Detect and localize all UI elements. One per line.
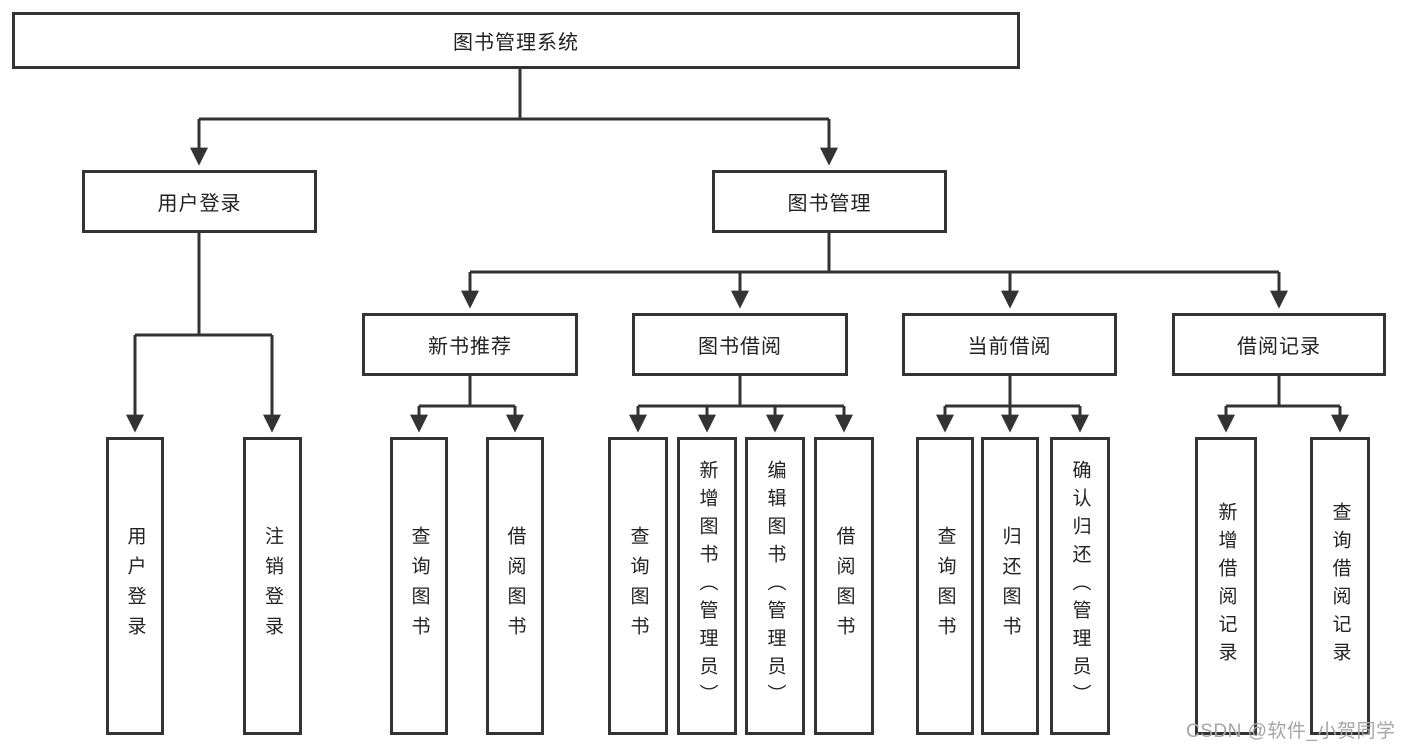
node-label: 图书管理 bbox=[787, 193, 872, 215]
leaf-borrow-books: 借阅图书 bbox=[814, 437, 874, 735]
leaf-return-books: 归还图书 bbox=[981, 437, 1039, 735]
node-library-management-system: 图书管理系统 bbox=[12, 12, 1020, 69]
node-label: 归还图书 bbox=[999, 526, 1021, 646]
leaf-user-login: 用户登录 bbox=[106, 437, 164, 735]
node-label: 查询图书 bbox=[934, 526, 956, 646]
leaf-query-books-recommend: 查询图书 bbox=[390, 437, 448, 735]
leaf-query-books-current: 查询图书 bbox=[916, 437, 974, 735]
node-user-login: 用户登录 bbox=[82, 170, 317, 233]
node-label: 图书借阅 bbox=[698, 336, 782, 358]
node-label: 查询借阅记录 bbox=[1329, 502, 1351, 670]
leaf-edit-books-admin: 编辑图书（管理员） bbox=[745, 437, 805, 735]
node-label: 图书管理系统 bbox=[453, 32, 579, 54]
node-book-borrowing: 图书借阅 bbox=[632, 313, 848, 376]
node-book-management: 图书管理 bbox=[712, 170, 947, 233]
leaf-add-borrow-record: 新增借阅记录 bbox=[1195, 437, 1257, 735]
node-label: 借阅图书 bbox=[504, 526, 526, 646]
node-label: 借阅记录 bbox=[1237, 336, 1321, 358]
node-label: 借阅图书 bbox=[833, 526, 855, 646]
node-label: 新增图书（管理员） bbox=[696, 460, 718, 712]
leaf-borrow-books-recommend: 借阅图书 bbox=[486, 437, 544, 735]
node-label: 确认归还（管理员） bbox=[1069, 460, 1091, 712]
node-borrowing-records: 借阅记录 bbox=[1172, 313, 1386, 376]
node-new-book-recommendation: 新书推荐 bbox=[362, 313, 578, 376]
leaf-query-borrow-record: 查询借阅记录 bbox=[1310, 437, 1370, 735]
node-label: 当前借阅 bbox=[967, 336, 1052, 358]
node-label: 新书推荐 bbox=[428, 336, 512, 358]
node-current-borrowing: 当前借阅 bbox=[902, 313, 1117, 376]
node-label: 用户登录 bbox=[157, 193, 242, 215]
node-label: 用户登录 bbox=[124, 526, 146, 646]
leaf-confirm-return-admin: 确认归还（管理员） bbox=[1050, 437, 1110, 735]
csdn-watermark: CSDN @软件_小贺同学 bbox=[1186, 721, 1396, 742]
node-label: 查询图书 bbox=[627, 526, 649, 646]
node-label: 编辑图书（管理员） bbox=[764, 460, 786, 712]
node-label: 查询图书 bbox=[408, 526, 430, 646]
leaf-add-books-admin: 新增图书（管理员） bbox=[677, 437, 737, 735]
node-label: 新增借阅记录 bbox=[1215, 502, 1237, 670]
leaf-logout: 注销登录 bbox=[243, 437, 302, 735]
node-label: 注销登录 bbox=[262, 526, 283, 646]
leaf-query-books-borrow: 查询图书 bbox=[608, 437, 668, 735]
